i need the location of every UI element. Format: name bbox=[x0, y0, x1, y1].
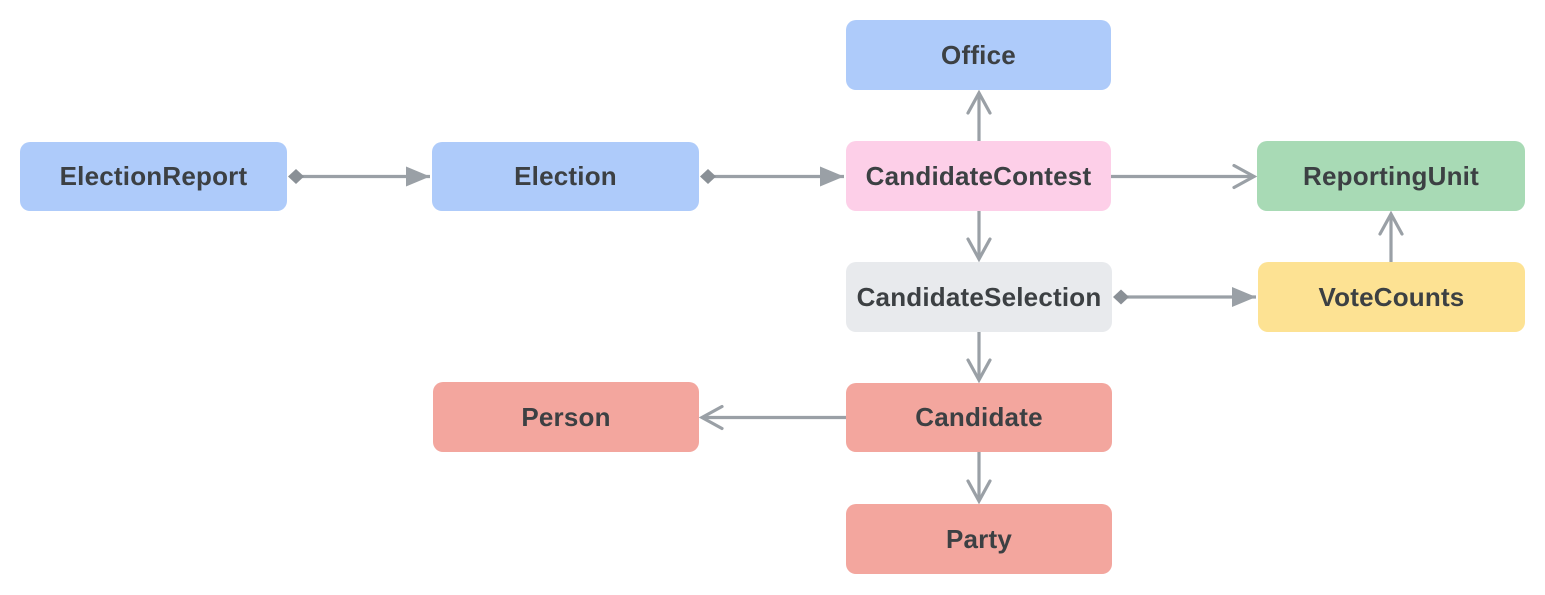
edge-electionreport-election-diamond bbox=[288, 169, 304, 184]
node-party: Party bbox=[846, 504, 1112, 574]
edge-candidateselection-votecounts-diamond bbox=[1113, 289, 1129, 305]
node-person: Person bbox=[433, 382, 699, 452]
node-election: Election bbox=[432, 142, 699, 211]
node-candidate: Candidate bbox=[846, 383, 1112, 452]
node-election-report: ElectionReport bbox=[20, 142, 287, 211]
node-candidate-selection: CandidateSelection bbox=[846, 262, 1112, 332]
edge-election-candidatecontest-diamond bbox=[700, 169, 716, 184]
node-office: Office bbox=[846, 20, 1111, 90]
node-vote-counts: VoteCounts bbox=[1258, 262, 1525, 332]
node-candidate-contest: CandidateContest bbox=[846, 141, 1111, 211]
node-reporting-unit: ReportingUnit bbox=[1257, 141, 1525, 211]
